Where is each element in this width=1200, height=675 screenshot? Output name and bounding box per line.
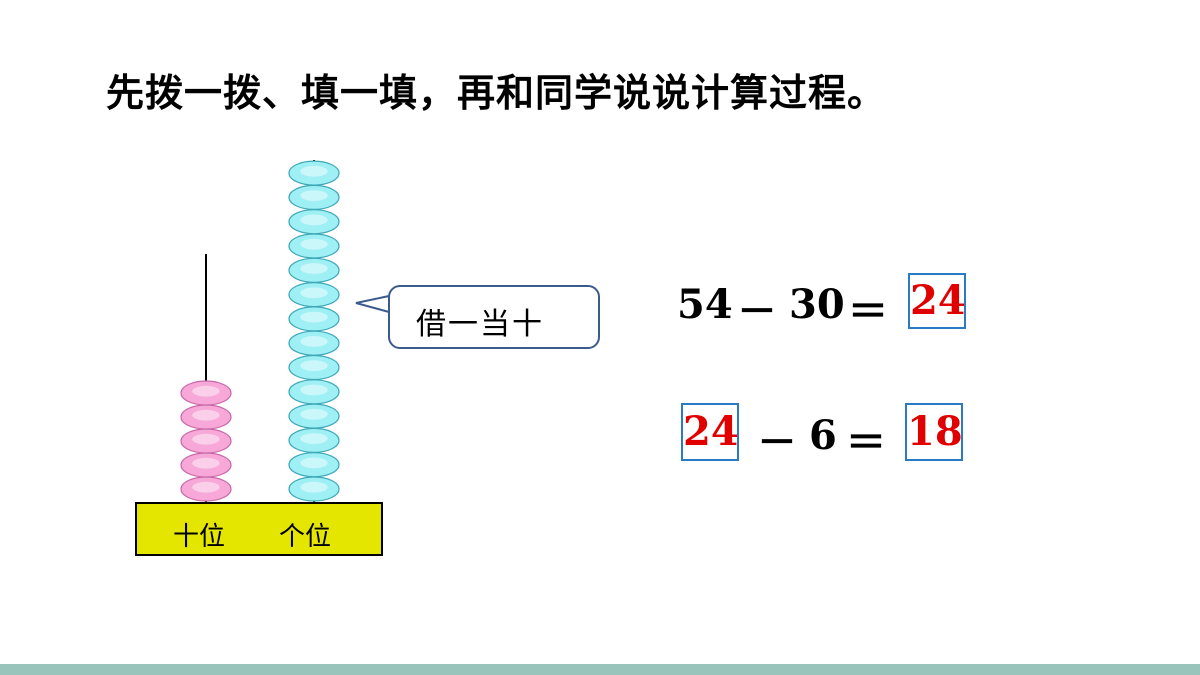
ones-bead-13-highlight <box>300 190 328 202</box>
ones-bead-11-highlight <box>300 238 328 250</box>
ones-bead-5-highlight <box>300 384 328 396</box>
tens-place-label: 十位 <box>173 522 226 552</box>
ones-bead-14-highlight <box>300 165 328 177</box>
equation-2-subtrahend: 6 <box>809 412 837 459</box>
ones-bead-8-highlight <box>300 311 328 323</box>
equation-1-minus: － <box>737 288 777 335</box>
instruction-title: 先拨一拨、填一填，再和同学说说计算过程。 <box>106 71 887 115</box>
ones-bead-1-highlight <box>300 481 328 493</box>
tens-bead-1-highlight <box>192 481 220 493</box>
equation-2-equals: ＝ <box>846 419 886 466</box>
ones-bead-3-highlight <box>300 433 328 444</box>
ones-bead-2-highlight <box>300 457 328 469</box>
speech-bubble-text: 借一当十 <box>416 307 544 342</box>
tens-bead-2-highlight <box>192 457 220 469</box>
equation-1-answer-box[interactable]: 24 <box>908 273 966 329</box>
ones-bead-14[interactable] <box>288 160 340 186</box>
tens-bead-3-highlight <box>192 433 220 445</box>
speech-bubble: 借一当十 <box>388 285 600 349</box>
ones-bead-9-highlight <box>300 287 328 299</box>
ones-bead-6-highlight <box>300 360 328 372</box>
ones-place-label: 个位 <box>279 522 332 552</box>
ones-bead-10-highlight <box>300 263 328 274</box>
tens-beads <box>180 380 232 502</box>
equation-1-subtrahend: 30 <box>789 281 845 328</box>
equation-1-minuend: 54 <box>677 281 733 328</box>
tens-bead-5-highlight <box>192 385 220 397</box>
ones-bead-12-highlight <box>300 214 328 226</box>
equation-1-equals: ＝ <box>848 288 888 335</box>
equation-2-answer-box[interactable]: 18 <box>905 403 963 461</box>
equation-2-minuend-box[interactable]: 24 <box>681 403 739 461</box>
tens-bead-5[interactable] <box>180 380 232 406</box>
ones-bead-7-highlight <box>300 336 328 347</box>
ones-bead-4-highlight <box>300 408 328 420</box>
ones-beads <box>288 160 340 502</box>
abacus-base: 十位 个位 <box>135 502 383 556</box>
footer-bar <box>0 664 1200 675</box>
equation-2-minus: － <box>757 419 797 466</box>
bubble-tail <box>355 295 390 313</box>
tens-bead-4-highlight <box>192 409 220 421</box>
